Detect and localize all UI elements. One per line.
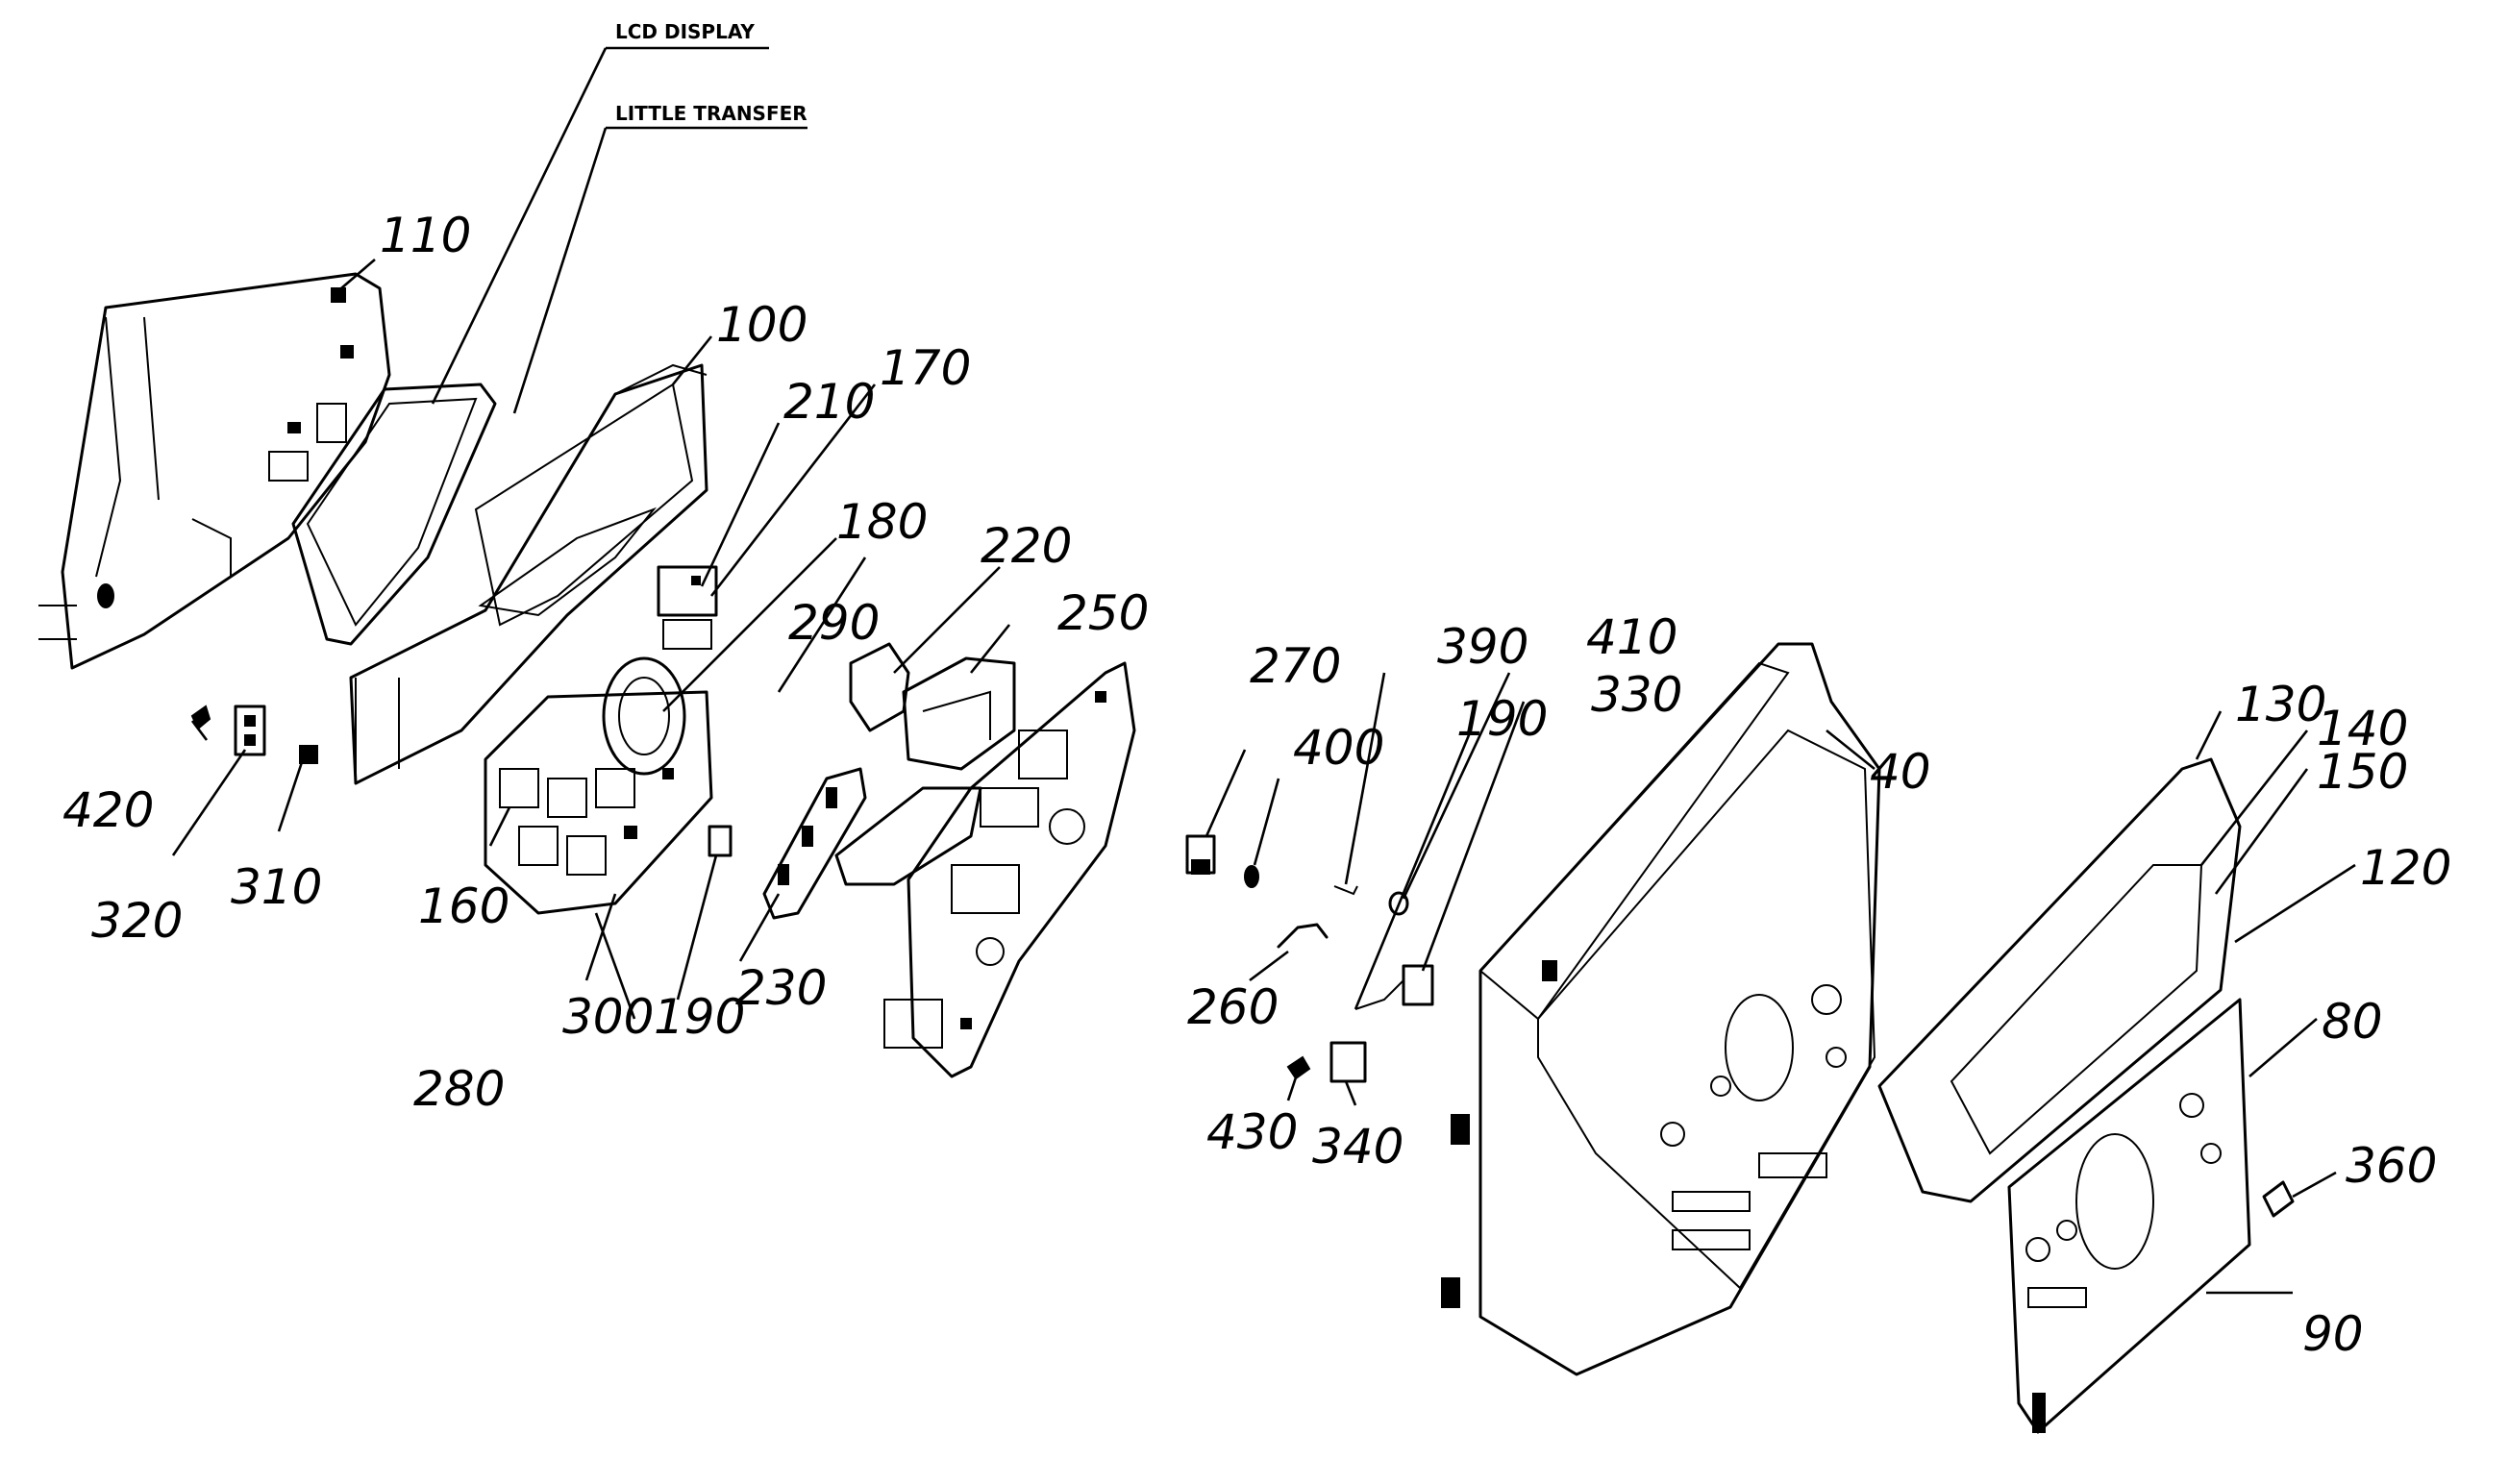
part-160-relay-block — [484, 690, 713, 915]
callout-330: 330 — [1591, 667, 1682, 723]
part-100-lcd-holder — [349, 363, 708, 785]
callout-40: 40 — [1870, 744, 1931, 800]
part-330-switch — [1354, 964, 1434, 1010]
part-40-chassis — [1441, 642, 1881, 1376]
part-180-transformer-ring — [602, 656, 686, 776]
leader-lines — [171, 259, 2356, 1295]
callout-190-left: 190 — [654, 989, 745, 1045]
lcd-display-window — [291, 383, 497, 646]
callout-320: 320 — [91, 893, 183, 949]
part-310-clip — [299, 745, 318, 764]
little-transfer-caption: LITTLE TRANSFER — [512, 102, 807, 414]
callout-180: 180 — [836, 494, 928, 550]
part-360-button — [2262, 1180, 2295, 1218]
callout-220: 220 — [981, 518, 1072, 574]
part-210-connector — [657, 565, 718, 650]
callout-260: 260 — [1187, 979, 1279, 1035]
callout-160: 160 — [418, 878, 509, 934]
part-110-front-board — [38, 272, 391, 670]
part-190-plug-a — [708, 825, 733, 857]
part-400-screw — [1244, 865, 1259, 888]
callout-100: 100 — [716, 297, 807, 353]
callout-190-right: 190 — [1456, 691, 1548, 747]
callout-270: 270 — [1250, 638, 1341, 694]
callout-140: 140 — [2317, 701, 2408, 756]
callout-250: 250 — [1057, 585, 1149, 641]
callout-360: 360 — [2346, 1138, 2437, 1194]
lcd-display-label: LCD DISPLAY — [615, 20, 755, 43]
callout-110: 110 — [380, 208, 471, 263]
callout-170: 170 — [880, 340, 971, 396]
callout-430: 430 — [1206, 1104, 1298, 1160]
part-250-bracket — [902, 656, 1016, 771]
part-290-strip — [834, 786, 982, 886]
part-80-front-panel — [2007, 998, 2251, 1434]
part-390-pin — [1333, 885, 1358, 896]
callout-410: 410 — [1586, 609, 1677, 665]
callout-130: 130 — [2235, 677, 2326, 732]
part-430-knob — [1286, 1055, 1311, 1080]
callout-290: 290 — [788, 595, 880, 651]
lcd-display-caption: LCD DISPLAY — [431, 20, 769, 405]
part-120-top-panel — [1877, 757, 2242, 1203]
little-transfer-label: LITTLE TRANSFER — [615, 102, 807, 125]
part-220-small-board — [849, 642, 910, 732]
callout-230: 230 — [735, 960, 827, 1016]
part-320-bracket — [234, 705, 266, 756]
callout-310: 310 — [231, 859, 322, 915]
callout-90: 90 — [2302, 1306, 2364, 1362]
part-190-plug-b — [1388, 891, 1409, 916]
callout-labels: 110 100 210 170 180 220 250 290 420 320 … — [62, 208, 2451, 1362]
callout-80: 80 — [2322, 994, 2383, 1050]
callout-150: 150 — [2317, 744, 2408, 800]
lcd-display-leader — [431, 47, 608, 405]
callout-280: 280 — [413, 1061, 505, 1117]
callout-390: 390 — [1437, 619, 1528, 675]
part-260-cable — [1277, 923, 1329, 949]
callout-120: 120 — [2360, 840, 2451, 896]
callout-300: 300 — [562, 989, 654, 1045]
main-pcb — [883, 661, 1136, 1078]
callout-340: 340 — [1312, 1119, 1404, 1175]
callout-210: 210 — [783, 374, 875, 430]
part-230-connector-strip — [762, 767, 867, 920]
callout-420: 420 — [62, 782, 154, 838]
part-340-jack — [1329, 1041, 1367, 1083]
callout-400: 400 — [1293, 720, 1384, 776]
little-transfer-leader — [512, 127, 608, 414]
part-270-connector — [1185, 834, 1216, 875]
